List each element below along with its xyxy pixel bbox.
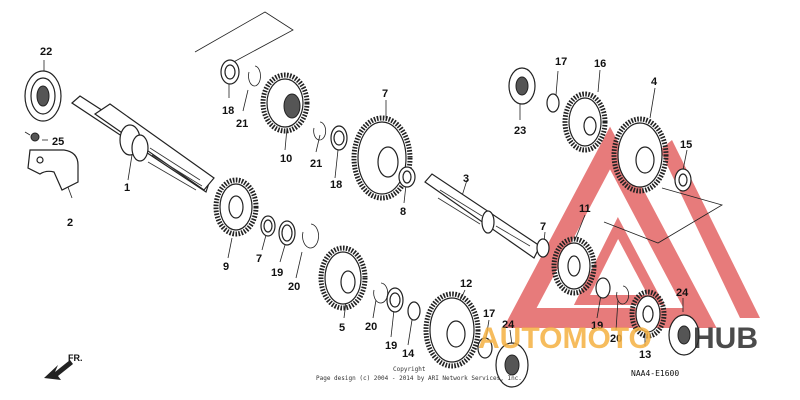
part-1-mainshaft xyxy=(71,95,215,193)
part-17-washer-bottom xyxy=(477,337,493,359)
part-4-gear xyxy=(611,116,669,194)
callout-24-right: 24 xyxy=(676,287,689,299)
callout-20-right: 20 xyxy=(610,333,622,345)
callout-20-left: 20 xyxy=(288,281,300,293)
part-17-washer-top xyxy=(546,93,560,113)
callout-5: 5 xyxy=(339,322,345,334)
part-7-bushing-right xyxy=(536,238,550,258)
callout-19-mid: 19 xyxy=(385,340,397,352)
callout-24-bottom: 24 xyxy=(502,319,515,331)
part-10-gear xyxy=(260,72,310,134)
callout-11: 11 xyxy=(579,203,591,215)
callout-16: 16 xyxy=(594,58,606,70)
callout-3: 3 xyxy=(463,173,469,185)
part-7-bushing-left xyxy=(260,215,276,237)
part-20-circlip-right xyxy=(616,285,630,305)
watermark-text-right: HUB xyxy=(693,322,758,355)
part-13-gear xyxy=(629,289,667,339)
direction-label: FR. xyxy=(68,353,83,363)
part-5-gear xyxy=(318,245,368,311)
part-24-bearing-bottom xyxy=(495,342,529,388)
callout-7-right: 7 xyxy=(540,221,546,233)
part-24-bearing-right xyxy=(668,314,700,356)
part-11-gear xyxy=(551,236,597,296)
callout-14: 14 xyxy=(402,348,415,360)
callout-12: 12 xyxy=(460,278,472,290)
part-19-washer-right xyxy=(595,277,611,299)
callout-1: 1 xyxy=(124,182,130,194)
part-20-circlip-left xyxy=(302,223,319,249)
callout-20-mid: 20 xyxy=(365,321,377,333)
part-18-washer-mid xyxy=(330,125,348,151)
part-25-bolt xyxy=(24,131,40,142)
callout-8: 8 xyxy=(400,206,406,218)
part-6-gear xyxy=(351,115,413,201)
part-19-washer-left xyxy=(278,220,296,246)
part-14-bushing xyxy=(407,301,421,321)
part-15-needle-bearing xyxy=(674,168,692,192)
callout-13: 13 xyxy=(639,349,651,361)
diagram-code: NAA4-E1600 xyxy=(631,369,679,378)
part-12-gear xyxy=(423,291,481,369)
callout-7-left: 7 xyxy=(256,253,262,265)
callout-numbers: 22 25 2 1 18 21 10 21 18 7 8 3 9 7 19 20… xyxy=(40,46,692,361)
callout-19-right: 19 xyxy=(591,320,603,332)
part-9-gear xyxy=(213,177,259,237)
part-21-circlip-mid xyxy=(313,121,327,141)
watermark-triangle-outer xyxy=(503,126,717,328)
callout-21-top: 21 xyxy=(236,118,248,130)
front-direction-arrow xyxy=(44,360,73,380)
part-16-gear xyxy=(562,91,608,153)
watermark-text-left: AUTOMOTO xyxy=(478,322,652,355)
part-20-circlip-mid xyxy=(373,282,389,304)
copyright-title: Copyright xyxy=(393,366,426,373)
callout-22: 23 xyxy=(514,125,526,137)
callout-25: 25 xyxy=(52,136,64,148)
part-22-bearing xyxy=(508,67,536,105)
callout-6: 7 xyxy=(382,88,388,100)
callout-18-top: 18 xyxy=(222,105,234,117)
part-19-washer-mid xyxy=(386,287,404,313)
callout-17-top: 17 xyxy=(555,56,567,68)
part-18-washer-top xyxy=(220,59,240,85)
part-23-bearing xyxy=(24,70,62,122)
callout-21-mid: 21 xyxy=(310,158,322,170)
callout-18-mid: 18 xyxy=(330,179,342,191)
callout-2: 2 xyxy=(67,217,73,229)
watermark-triangle-inner xyxy=(573,217,665,305)
copyright-text: Page design (c) 2004 - 2014 by ARI Netwo… xyxy=(316,375,522,382)
callout-15: 15 xyxy=(680,139,692,151)
callout-9: 9 xyxy=(223,261,229,273)
part-2-bracket xyxy=(27,149,79,191)
callout-4: 4 xyxy=(651,76,658,88)
callout-23: 22 xyxy=(40,46,52,58)
part-3-countershaft xyxy=(424,173,541,259)
callout-19-left: 19 xyxy=(271,267,283,279)
part-21-circlip-top xyxy=(248,65,261,87)
callout-17-bottom: 17 xyxy=(483,308,495,320)
callout-10: 10 xyxy=(280,153,292,165)
part-8-bushing xyxy=(398,166,416,188)
